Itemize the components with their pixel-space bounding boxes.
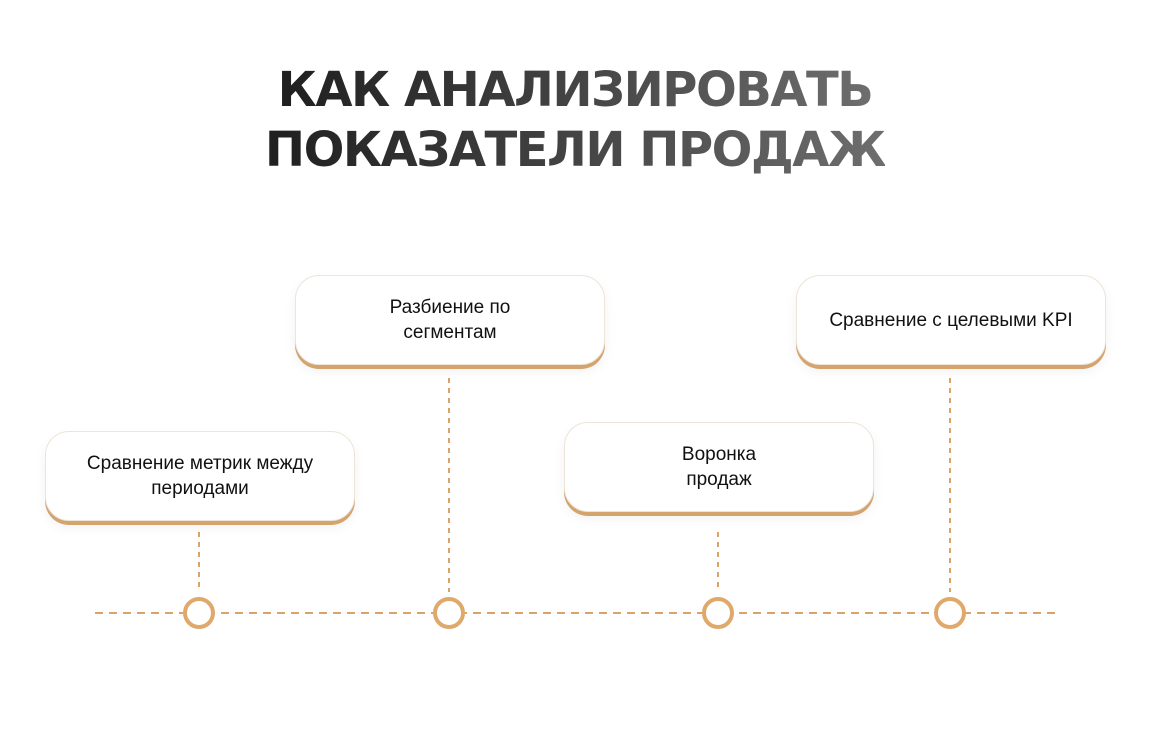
timeline-node-2 [433, 597, 465, 629]
step-label: Сравнение с целевыми KPI [829, 309, 1073, 331]
step-card-1: Сравнение метрик между периодами [45, 431, 355, 521]
title-line-1: КАК АНАЛИЗИРОВАТЬ [277, 62, 874, 118]
step-card-4: Сравнение с целевыми KPI [796, 275, 1106, 365]
step-card-3: Воронка продаж [564, 422, 874, 512]
step-label: Воронка продаж [681, 444, 757, 490]
title-line-2: ПОКАЗАТЕЛИ ПРОДАЖ [264, 122, 887, 178]
step-card-2: Разбиение по сегментам [295, 275, 605, 365]
timeline-node-3 [702, 597, 734, 629]
step-label: Сравнение метрик между периодами [86, 453, 314, 499]
timeline-node-1 [183, 597, 215, 629]
timeline-node-4 [934, 597, 966, 629]
step-label: Разбиение по сегментам [389, 297, 511, 343]
page-title: КАК АНАЛИЗИРОВАТЬ ПОКАЗАТЕЛИ ПРОДАЖ [0, 60, 1150, 180]
